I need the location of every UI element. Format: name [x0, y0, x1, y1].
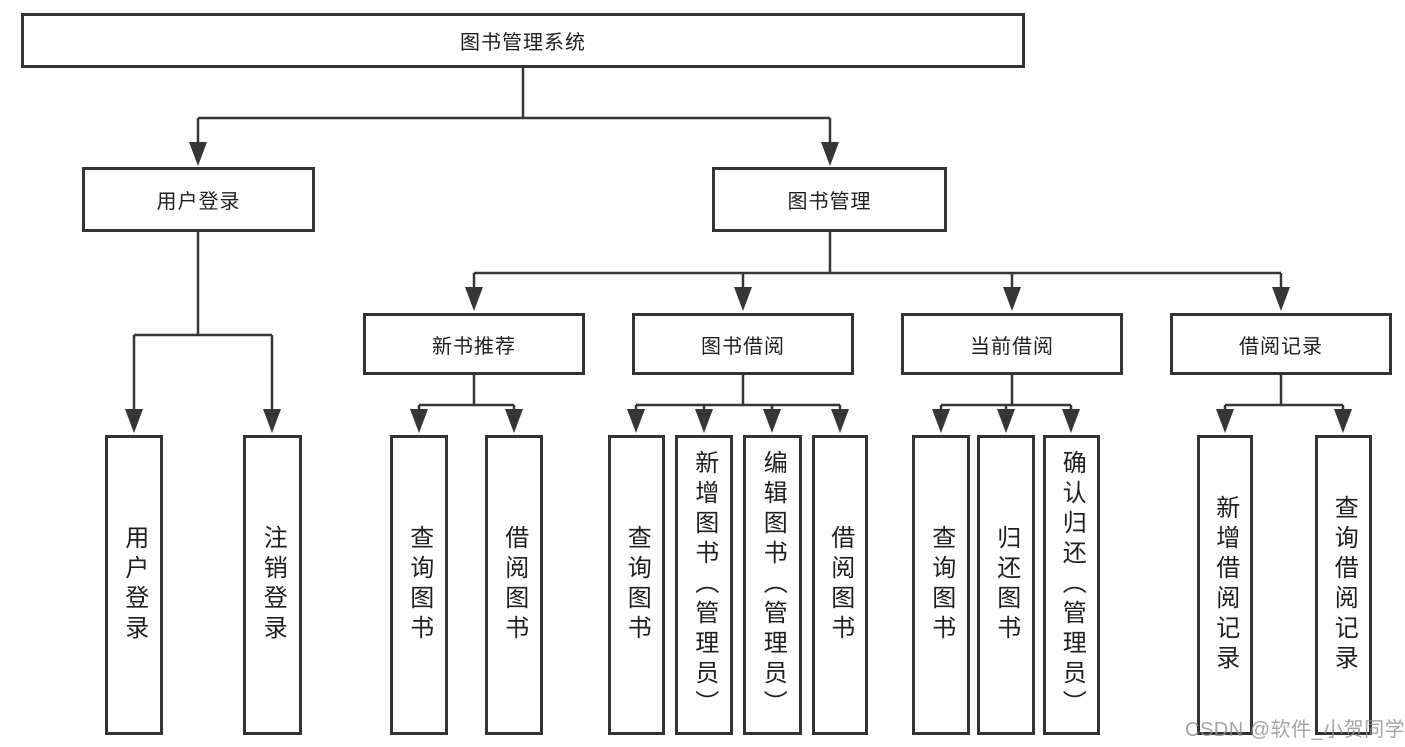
arrowhead-icon — [189, 142, 207, 166]
connector-borrow-records-branch — [1223, 375, 1345, 411]
arrowhead-icon — [932, 409, 950, 433]
arrowhead-icon — [1334, 409, 1352, 433]
node-borrow-records: 借阅记录 — [1170, 313, 1392, 375]
arrowhead-icon — [763, 409, 781, 433]
connector-user-login-branch — [132, 232, 274, 410]
arrowhead-icon — [627, 409, 645, 433]
leaf-logout: 注销登录 — [243, 435, 302, 735]
leaf-query-books-current: 查询图书 — [912, 435, 970, 735]
leaf-borrow-books: 借阅图书 — [812, 435, 868, 735]
arrowhead-icon — [821, 142, 839, 166]
connector-book-borrow-branch — [634, 375, 842, 411]
node-book-borrow: 图书借阅 — [632, 313, 854, 375]
arrowhead-icon — [1216, 409, 1234, 433]
arrowhead-icon — [1062, 409, 1080, 433]
arrowhead-icon — [997, 409, 1015, 433]
arrowhead-icon — [465, 287, 483, 311]
arrowhead-icon — [505, 409, 523, 433]
connector-new-book-branch — [417, 375, 516, 411]
arrowhead-icon — [410, 409, 428, 433]
arrowhead-icon — [734, 287, 752, 311]
connector-book-mgmt-branch — [472, 232, 1283, 288]
leaf-add-borrow-record: 新增借阅记录 — [1197, 435, 1253, 735]
node-current-borrow: 当前借阅 — [901, 313, 1123, 375]
arrowhead-icon — [831, 409, 849, 433]
arrowhead-icon — [695, 409, 713, 433]
arrowhead-icon — [125, 409, 143, 433]
node-book-management: 图书管理 — [712, 167, 947, 232]
leaf-query-borrow-record: 查询借阅记录 — [1315, 435, 1372, 735]
leaf-add-book-admin: 新增图书（管理员） — [675, 435, 733, 735]
watermark: CSDN @软件_小贺同学 — [1185, 719, 1405, 741]
connector-current-borrow-branch — [939, 375, 1073, 411]
node-system-root: 图书管理系统 — [21, 13, 1025, 68]
arrowhead-icon — [1272, 287, 1290, 311]
arrowhead-icon — [1003, 287, 1021, 311]
leaf-edit-book-admin: 编辑图书（管理员） — [743, 435, 802, 735]
leaf-confirm-return-admin: 确认归还（管理员） — [1043, 435, 1100, 735]
connector-root-to-level1 — [196, 68, 832, 143]
leaf-borrow-books-recommend: 借阅图书 — [485, 435, 543, 735]
leaf-query-books-borrow: 查询图书 — [608, 435, 665, 735]
node-new-book-recommend: 新书推荐 — [363, 313, 585, 375]
leaf-query-books-recommend: 查询图书 — [390, 435, 448, 735]
leaf-user-login: 用户登录 — [105, 435, 163, 735]
arrowhead-icon — [263, 409, 281, 433]
leaf-return-book: 归还图书 — [977, 435, 1035, 735]
node-user-login: 用户登录 — [82, 167, 315, 232]
